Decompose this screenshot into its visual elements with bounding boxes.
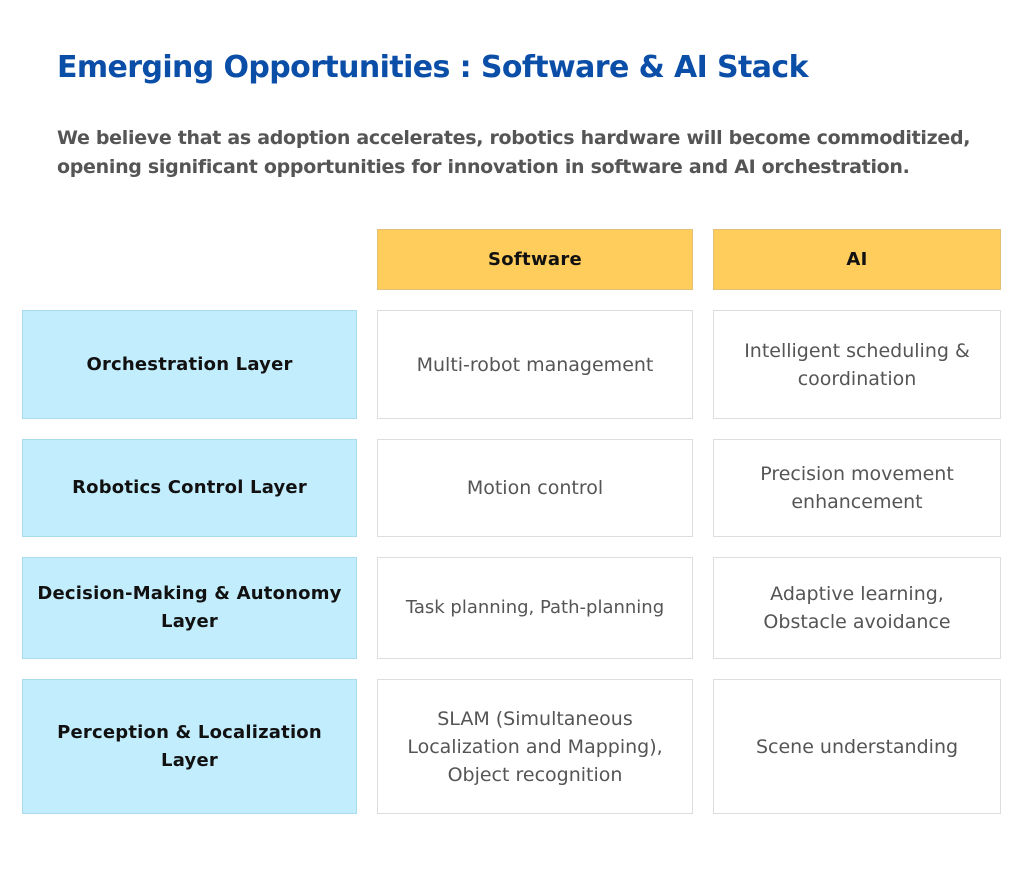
software-cell: SLAM (Simultaneous Localization and Mapp… bbox=[377, 679, 693, 814]
ai-cell: Intelligent scheduling & coordination bbox=[713, 310, 1001, 419]
software-text: SLAM (Simultaneous Localization and Mapp… bbox=[407, 707, 663, 786]
layer-label: Orchestration Layer bbox=[86, 353, 293, 375]
layer-decision-making: Decision-Making & Autonomy Layer bbox=[22, 557, 357, 659]
layer-label: Robotics Control Layer bbox=[72, 477, 307, 498]
layer-label: Decision-Making & Autonomy Layer bbox=[37, 583, 342, 632]
column-header-ai: AI bbox=[713, 229, 1001, 290]
ai-text: Precision movement enhancement bbox=[760, 463, 954, 513]
software-cell: Multi-robot management bbox=[377, 310, 693, 419]
software-text: Motion control bbox=[466, 477, 604, 499]
layer-perception: Perception & Localization Layer bbox=[22, 679, 357, 814]
page-title: Emerging Opportunities : Software & AI S… bbox=[57, 50, 809, 85]
ai-cell: Precision movement enhancement bbox=[713, 439, 1001, 537]
software-text: Multi-robot management bbox=[416, 353, 654, 376]
column-header-ai-label: AI bbox=[846, 249, 868, 270]
layer-robotics-control: Robotics Control Layer bbox=[22, 439, 357, 537]
ai-cell: Adaptive learning, Obstacle avoidance bbox=[713, 557, 1001, 659]
ai-text: Scene understanding bbox=[755, 735, 959, 758]
ai-text: Adaptive learning, Obstacle avoidance bbox=[763, 583, 951, 633]
software-cell: Task planning, Path-planning bbox=[377, 557, 693, 659]
layer-orchestration: Orchestration Layer bbox=[22, 310, 357, 419]
intro-paragraph: We believe that as adoption accelerates,… bbox=[57, 127, 971, 178]
software-cell: Motion control bbox=[377, 439, 693, 537]
column-header-software-label: Software bbox=[487, 249, 583, 270]
column-header-software: Software bbox=[377, 229, 693, 290]
layer-label: Perception & Localization Layer bbox=[57, 721, 322, 771]
ai-cell: Scene understanding bbox=[713, 679, 1001, 814]
software-text: Task planning, Path-planning bbox=[405, 597, 665, 618]
ai-text: Intelligent scheduling & coordination bbox=[744, 339, 970, 390]
